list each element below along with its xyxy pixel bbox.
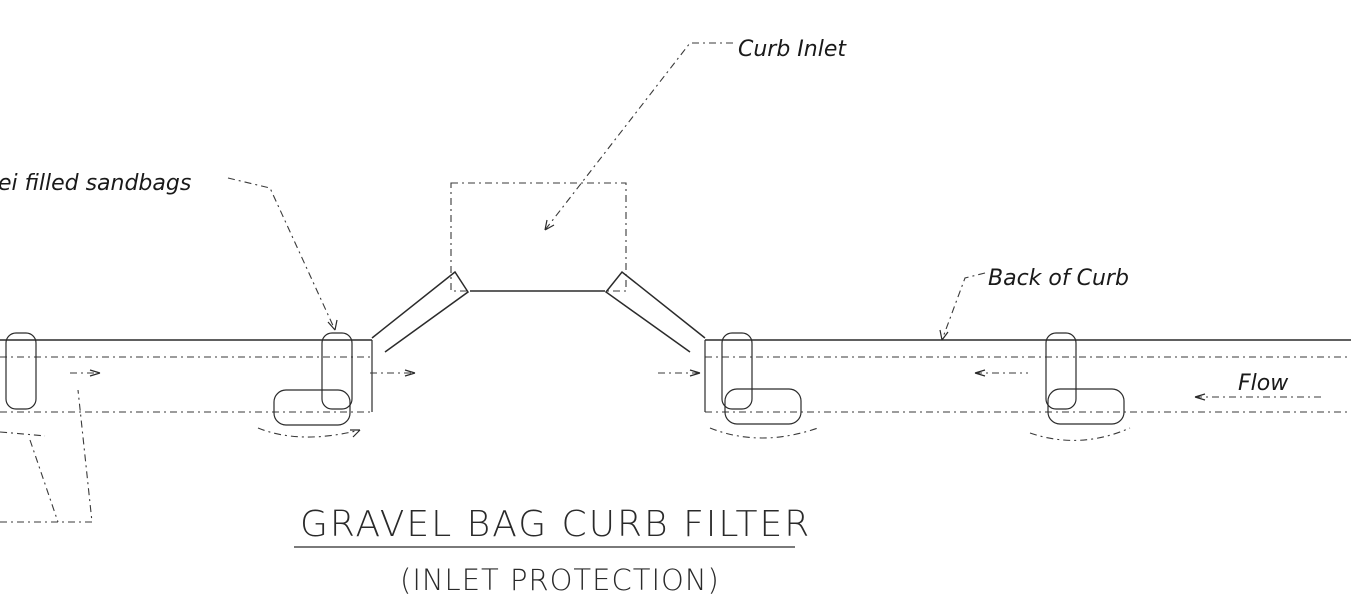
gutter-flow-arrows xyxy=(0,369,1131,441)
drawing-title: GRAVEL BAG CURB FILTER xyxy=(300,504,811,545)
curb-lines xyxy=(0,339,1351,413)
sandbag-group-left xyxy=(273,332,353,426)
curb-inlet-structure xyxy=(371,182,706,353)
sandbag-group-far-right xyxy=(1045,332,1125,425)
back-of-curb-label: Back of Curb xyxy=(988,266,1129,291)
flow-label: Flow xyxy=(1238,371,1289,396)
curb-inlet-label: Curb Inlet xyxy=(738,37,847,62)
sandbag-group-left-edge xyxy=(5,332,37,410)
drawing-subtitle: (INLET PROTECTION) xyxy=(400,563,720,597)
sandbag-group-right xyxy=(721,332,802,425)
flow-indicator: Flow xyxy=(1194,371,1322,401)
sandbags-label: ei filled sandbags xyxy=(0,171,191,196)
leader-lines xyxy=(0,42,986,523)
